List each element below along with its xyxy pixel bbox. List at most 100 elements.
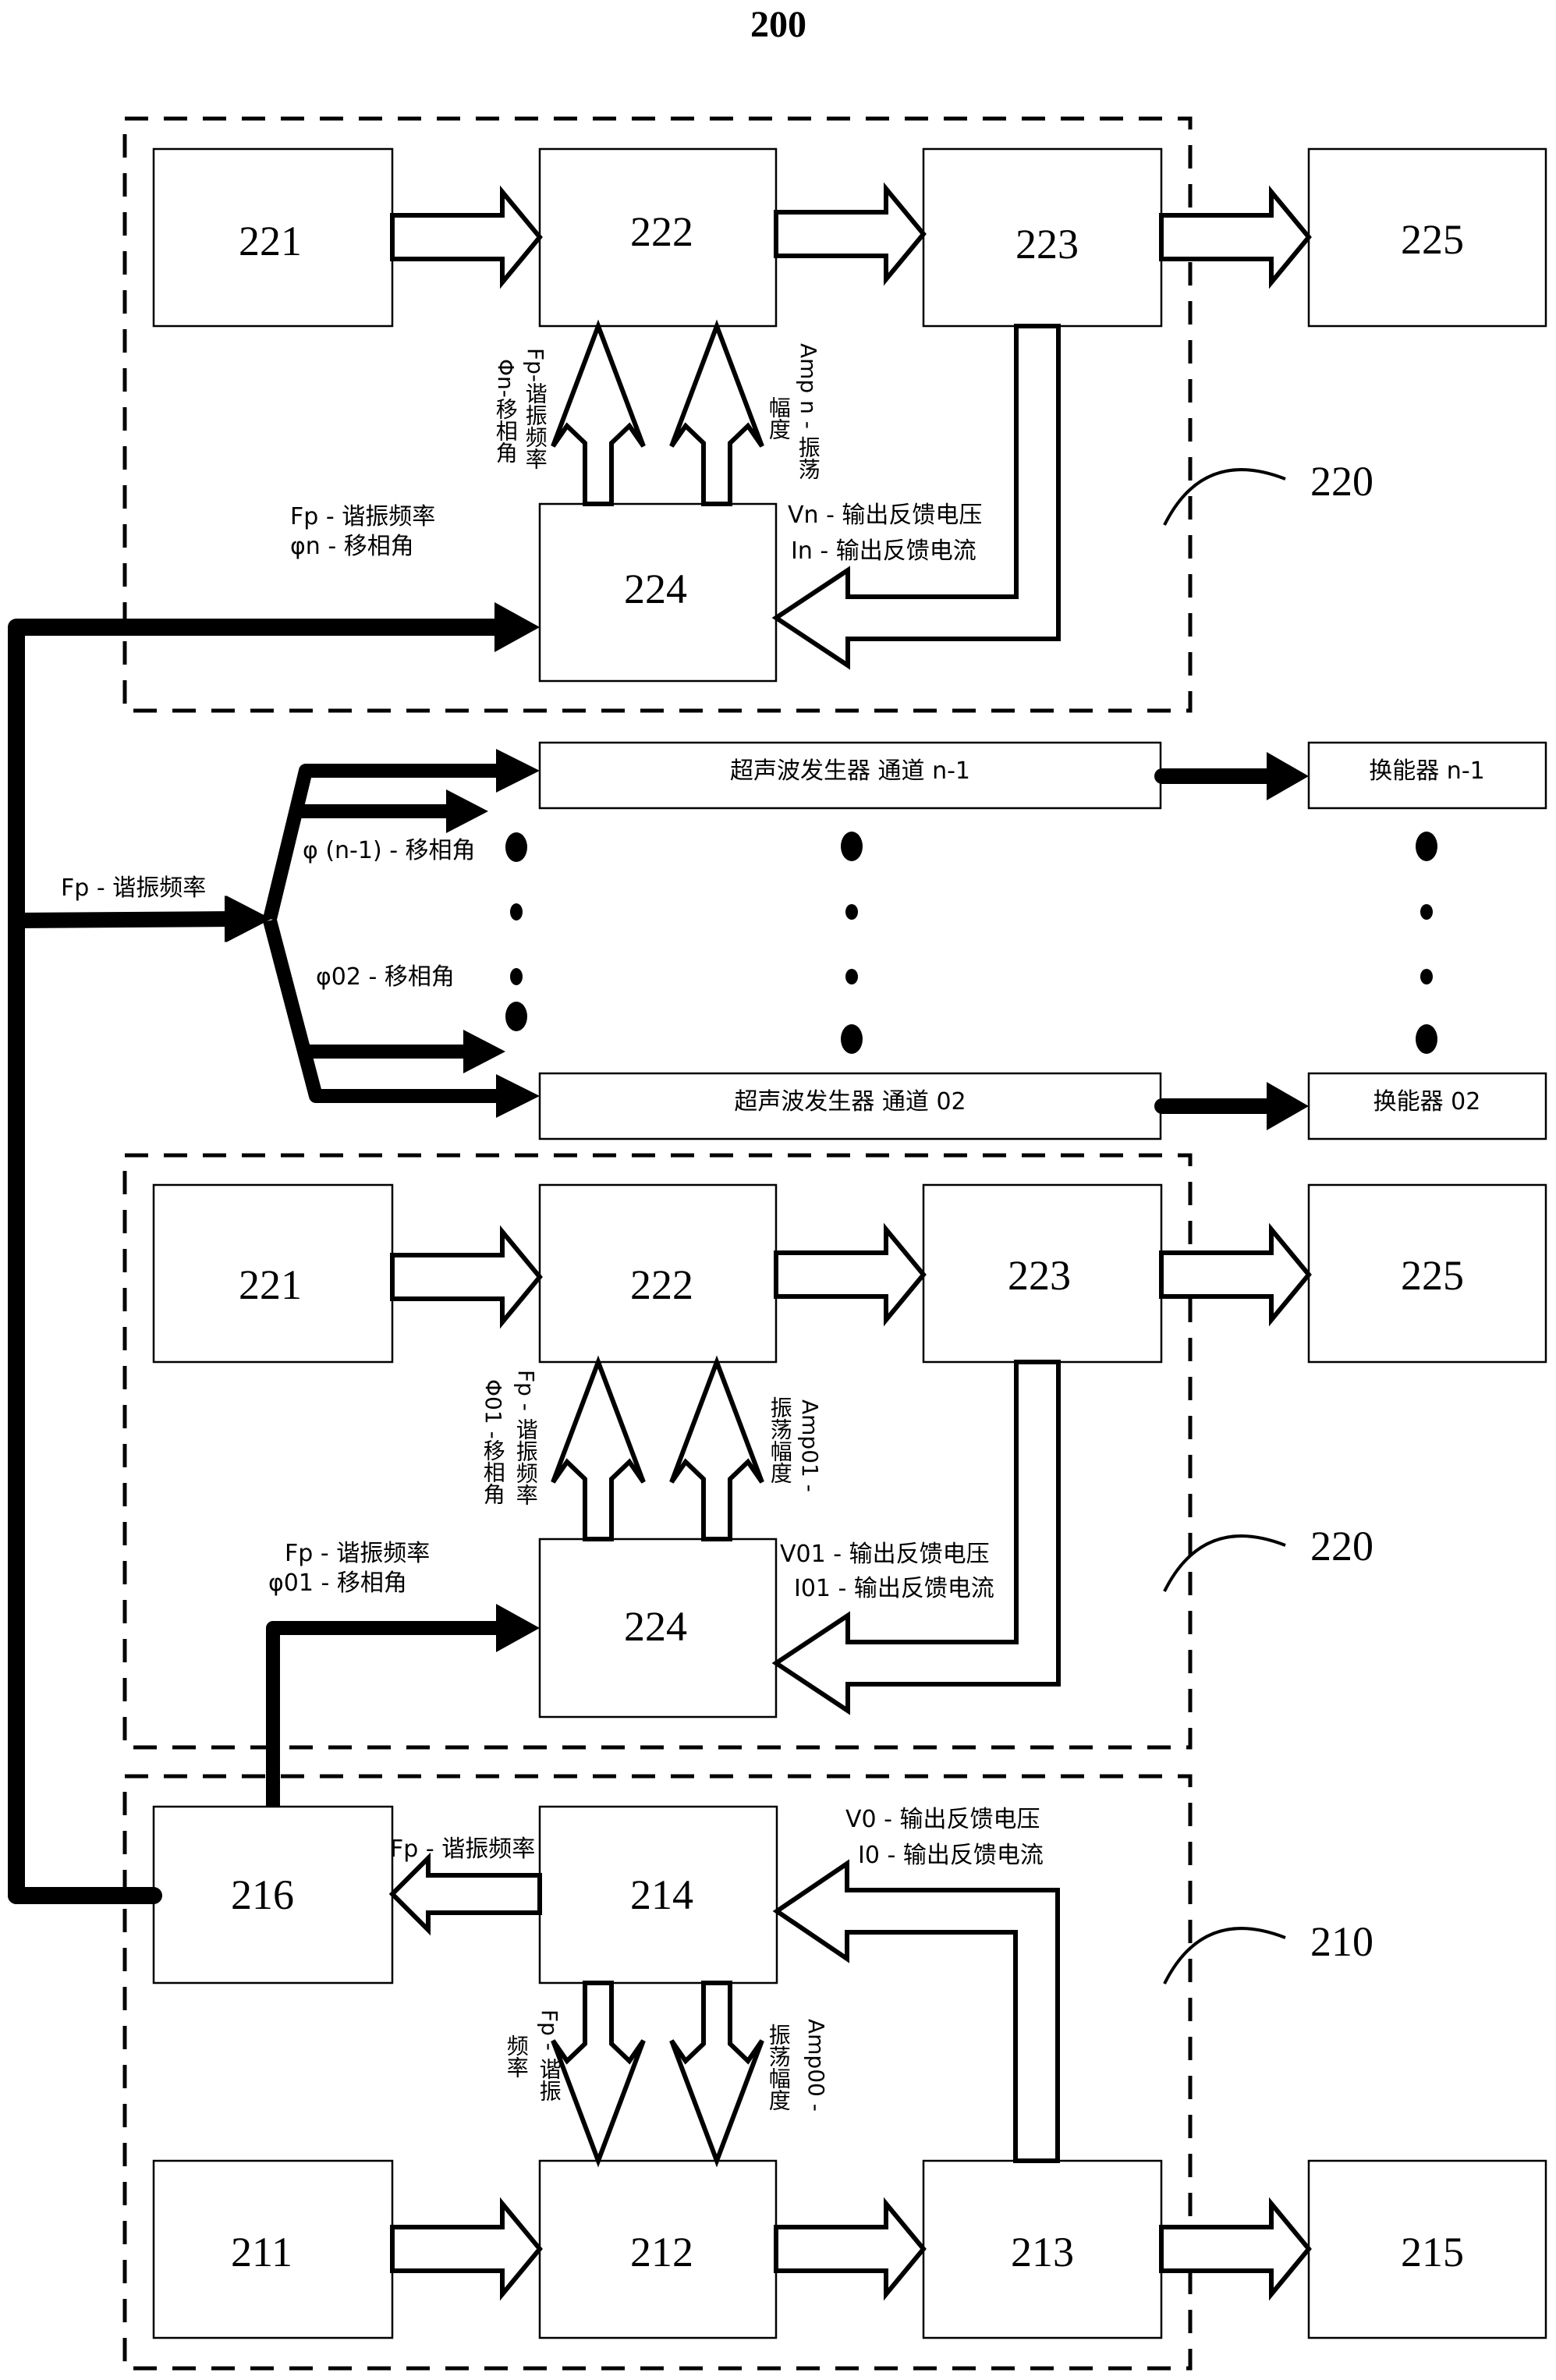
arrow-222-to-223 (774, 1222, 927, 1327)
block-223 (922, 1183, 1163, 1364)
down-arrow-fp-label: Fp - 谐振 (536, 2009, 562, 2102)
phase-02-label: φ02 - 移相角 (316, 963, 455, 991)
block-216 (152, 1805, 394, 1985)
generator-channel-n1-box (538, 741, 1162, 810)
generator-channel-02: 超声波发生器 通道 02 (734, 1088, 966, 1116)
arrow-224-to-222-phase (551, 1355, 646, 1541)
transducer-02-box (1307, 1072, 1547, 1140)
group-210-ref-label: 210 (1310, 1918, 1373, 1965)
arrow-211-to-212 (390, 2197, 543, 2301)
transducer-n1-box (1307, 741, 1547, 810)
arrow-224-to-222-amp (669, 1355, 764, 1541)
arrow-221-to-222 (390, 185, 543, 289)
feedback-current-label: In - 输出反馈电流 (791, 537, 976, 565)
branch-02-head (496, 1074, 540, 1118)
block-225-label: 225 (1401, 216, 1464, 263)
feedback-voltage-label: V0 - 输出反馈电压 (845, 1806, 1040, 1833)
up-arrow-amp-label-2: 幅度 (765, 396, 792, 440)
up-arrow-phase-label: Φn-移相角 (492, 359, 519, 463)
block-216-label: 216 (231, 1871, 294, 1918)
block-223-label: 223 (1015, 221, 1079, 268)
arrow-223-to-225 (1159, 1222, 1312, 1327)
group-220-ref-label: 220 (1310, 458, 1373, 505)
arrow-214-to-216 (388, 1852, 542, 1936)
generator-channel-02-box (538, 1072, 1162, 1140)
up-arrow-fp-label: Fp-谐振频率 (522, 348, 548, 470)
block-222 (538, 147, 778, 328)
arrow-gen-02-to-transducer-head (1267, 1082, 1309, 1130)
fp-bus-arrowhead (494, 602, 540, 652)
branch-n1-line (263, 764, 499, 921)
arrow-212-to-213 (774, 2197, 927, 2301)
ellipsis-dot (1416, 1024, 1437, 1054)
arrow-222-to-223 (774, 182, 927, 286)
block-222-label: 222 (630, 208, 693, 255)
block-213 (922, 2159, 1163, 2339)
group-220-ch01-dashed-border (122, 1153, 1193, 1750)
block-225 (1307, 147, 1547, 328)
branch-n2-head (446, 789, 488, 833)
ellipsis-dot (510, 968, 523, 985)
up-arrow-fp-label: Fp - 谐振频率 (512, 1370, 539, 1506)
arrow-224-to-222-phase (551, 319, 646, 506)
feedback-voltage-label: Vn - 输出反馈电压 (788, 502, 983, 529)
arrow-gen-n1-to-transducer-head (1267, 752, 1309, 800)
fp-broadcast-line (9, 911, 242, 928)
block-211 (152, 2159, 394, 2339)
block-213-label: 213 (1011, 2229, 1074, 2275)
up-arrow-amp-label: Amp n - 振荡 (795, 343, 821, 480)
block-222-label: 222 (630, 1261, 693, 1308)
fp-216-to-224-head (496, 1604, 540, 1652)
phase-n1-label: φ (n-1) - 移相角 (303, 837, 476, 864)
branch-n1-head (496, 749, 540, 793)
arrow-214-to-212-freq (551, 1981, 646, 2168)
input-fp-label: Fp - 谐振频率 (290, 503, 436, 530)
down-arrow-amp-label-2: 振荡幅度 (765, 2024, 792, 2111)
block-221 (152, 1183, 394, 1364)
group-220-ref-label: 220 (1310, 1523, 1373, 1570)
feedback-223-to-224 (771, 1360, 1061, 1715)
ellipsis-dot (845, 904, 858, 920)
input-phase-label: φn - 移相角 (290, 533, 414, 560)
down-arrow-amp-label: Amp00 - (803, 2019, 829, 2112)
arrow-223-to-225 (1159, 185, 1312, 289)
group-220-ref-leader (1163, 1534, 1286, 1592)
fp-broadcast-head (226, 896, 271, 942)
up-arrow-phase-label: Φ01 -移相角 (480, 1379, 506, 1505)
ellipsis-dot (845, 969, 858, 984)
ellipsis-dot (841, 1024, 863, 1054)
group-210-ref-leader (1163, 1927, 1286, 1985)
block-221-label: 221 (239, 218, 302, 264)
block-211-label: 211 (231, 2229, 292, 2275)
arrow-213-to-215 (1159, 2197, 1312, 2301)
fp-output-label: Fp - 谐振频率 (390, 1836, 536, 1863)
input-fp-label: Fp - 谐振频率 (285, 1540, 431, 1567)
block-215 (1307, 2159, 1547, 2339)
arrow-214-to-212-amp (669, 1981, 764, 2168)
block-215-label: 215 (1401, 2229, 1464, 2275)
block-222 (538, 1183, 778, 1364)
block-224 (538, 1538, 778, 1718)
feedback-223-to-224 (771, 324, 1061, 670)
transducer-n1: 换能器 n-1 (1369, 757, 1485, 785)
group-220-top-dashed-border (122, 116, 1193, 713)
block-214 (538, 1805, 778, 1985)
block-221 (152, 147, 394, 328)
block-224-label: 224 (624, 566, 687, 612)
input-phase-label: φ01 - 移相角 (268, 1570, 407, 1597)
block-225 (1307, 1183, 1547, 1364)
fp-bus-to-channel-n-line (8, 619, 505, 1904)
block-224-label: 224 (624, 1603, 687, 1650)
branch-03-head (463, 1030, 505, 1073)
arrow-224-to-222-amp (669, 319, 764, 506)
block-225-label: 225 (1401, 1252, 1464, 1299)
up-arrow-amp-label-2: 振荡幅度 (767, 1396, 793, 1484)
fp-broadcast-label: Fp - 谐振频率 (61, 874, 207, 902)
block-214-label: 214 (630, 1871, 693, 1918)
feedback-voltage-label: V01 - 输出反馈电压 (780, 1541, 990, 1568)
block-212-label: 212 (630, 2229, 693, 2275)
ellipsis-dot (1416, 832, 1437, 861)
up-arrow-amp-label: Amp01 - (796, 1399, 823, 1492)
